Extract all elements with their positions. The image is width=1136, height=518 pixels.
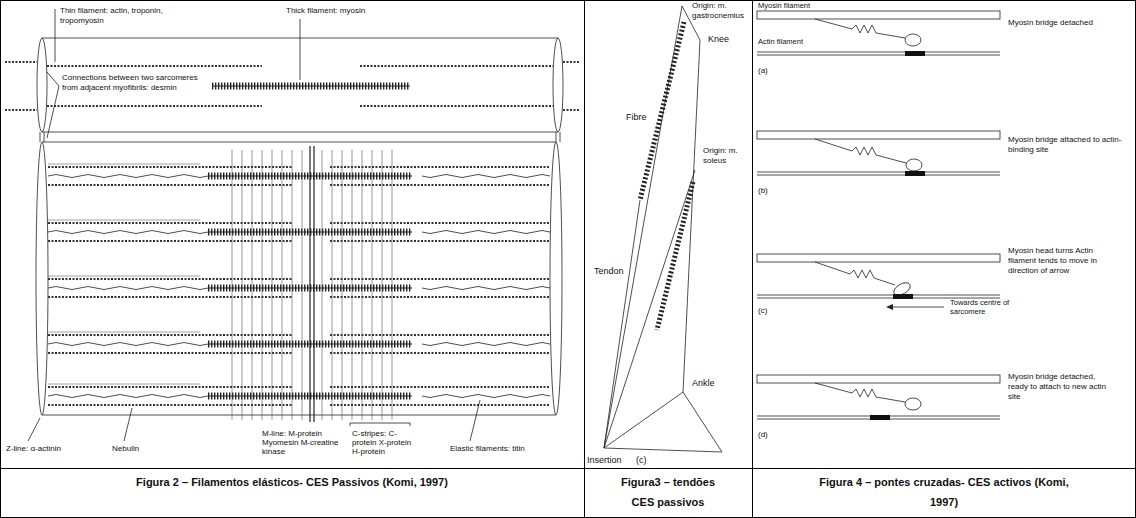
panel-letter: (b) <box>758 186 778 196</box>
z-line-disc <box>36 142 48 415</box>
myosin-bridge <box>815 262 895 285</box>
leader-line <box>28 418 40 441</box>
myofibril-outline <box>42 415 556 416</box>
bone-line <box>683 40 700 392</box>
muscle-fibre <box>657 182 693 330</box>
desmin-link <box>560 132 561 142</box>
desmin-link <box>44 132 45 142</box>
thin-filament <box>47 105 262 107</box>
myosin-bridge <box>815 139 906 163</box>
part-label: Nebulin <box>112 444 162 454</box>
tendon-line <box>604 200 640 448</box>
direction-arrow <box>890 307 944 308</box>
step-note: Myosin bridge detached, ready to attach … <box>1008 372 1112 402</box>
step-note: Myosin head turns Actin filament tends t… <box>1008 246 1108 276</box>
stripe-grid <box>232 150 392 420</box>
thin-filament <box>47 65 262 67</box>
step-note: Myosin bridge detached <box>1008 18 1128 28</box>
part-label: Origin: m. gastrocnemius <box>692 1 750 20</box>
figure-caption: Figura3 – tendões CES passivos <box>610 472 726 512</box>
part-label: Origin: m. soleus <box>703 146 750 165</box>
part-label: Myosin filament <box>758 1 858 10</box>
figure-caption: Figura 4 – pontes cruzadas- CES activos … <box>816 472 1072 512</box>
table-divider <box>0 468 1136 469</box>
cross-bridge-drawing <box>757 11 1000 420</box>
myosin-bridge <box>815 383 905 402</box>
muscle-fibre <box>640 22 684 200</box>
myosin-head <box>905 34 921 46</box>
tendon-line <box>604 170 695 448</box>
myosin-head <box>906 159 922 171</box>
myofibril-outline <box>42 132 558 133</box>
sarcomere-drawing <box>5 9 580 441</box>
z-line-disc <box>550 142 562 415</box>
binding-site <box>893 294 913 299</box>
part-label: Thin filament: actin, troponin, tropomyo… <box>60 6 170 26</box>
thin-filament <box>5 61 37 63</box>
thin-filament <box>360 105 553 107</box>
leader-line <box>55 9 56 62</box>
part-label: Tendon <box>594 266 630 277</box>
binding-site <box>870 415 890 420</box>
myosin-bridge <box>815 19 905 38</box>
part-label: Thick filament: myosin <box>286 6 406 16</box>
desmin-link <box>40 132 41 142</box>
leader-line <box>47 72 59 138</box>
m-line <box>313 146 314 422</box>
bracket <box>350 423 410 426</box>
z-line-disc <box>37 38 47 132</box>
thin-filament <box>5 109 37 111</box>
table-divider <box>584 0 585 518</box>
part-label: Connections between two sarcomeres from … <box>62 73 202 92</box>
desmin-link <box>556 132 557 142</box>
binding-site <box>905 51 925 56</box>
leader-line <box>124 408 132 441</box>
panel-letter: (c) <box>758 306 778 316</box>
panel-letter: (c) <box>636 455 656 466</box>
table-divider <box>752 0 753 518</box>
foot-outline <box>604 392 722 452</box>
step-note: Myosin bridge attached to actin-binding … <box>1008 135 1128 155</box>
binding-site <box>905 171 925 176</box>
arrow-head <box>886 304 893 310</box>
thick-filament <box>212 83 410 90</box>
part-label: Insertion <box>587 455 637 466</box>
thick-filament-core <box>212 85 410 86</box>
part-label: C-stripes: C-protein X-protein H-protein <box>352 429 414 456</box>
part-label: Actin filament <box>758 37 858 46</box>
myosin-head <box>905 398 921 410</box>
thin-filament <box>360 65 553 67</box>
part-label: Z-line: α-actinin <box>6 444 96 454</box>
figure-caption: Figura 2 – Filamentos elásticos- CES Pas… <box>127 472 457 492</box>
thin-filament <box>563 61 580 63</box>
leader-line <box>300 19 301 80</box>
part-label: Knee <box>708 34 744 45</box>
leader-line <box>470 400 480 441</box>
arrow-note: Towards centre of sarcomere <box>950 298 1022 316</box>
panel-letter: (d) <box>758 430 778 440</box>
part-label: Elastic filaments: titin <box>450 444 560 454</box>
thin-filament <box>563 109 580 111</box>
part-label: Ankle <box>692 378 732 389</box>
myofibril-outline <box>42 142 556 143</box>
part-label: M-line: M-protein Myomesin M-creatine ki… <box>262 429 342 456</box>
part-label: Fibre <box>626 112 658 123</box>
m-line <box>309 146 310 422</box>
panel-letter: (a) <box>758 66 778 76</box>
z-line-disc <box>553 38 563 132</box>
